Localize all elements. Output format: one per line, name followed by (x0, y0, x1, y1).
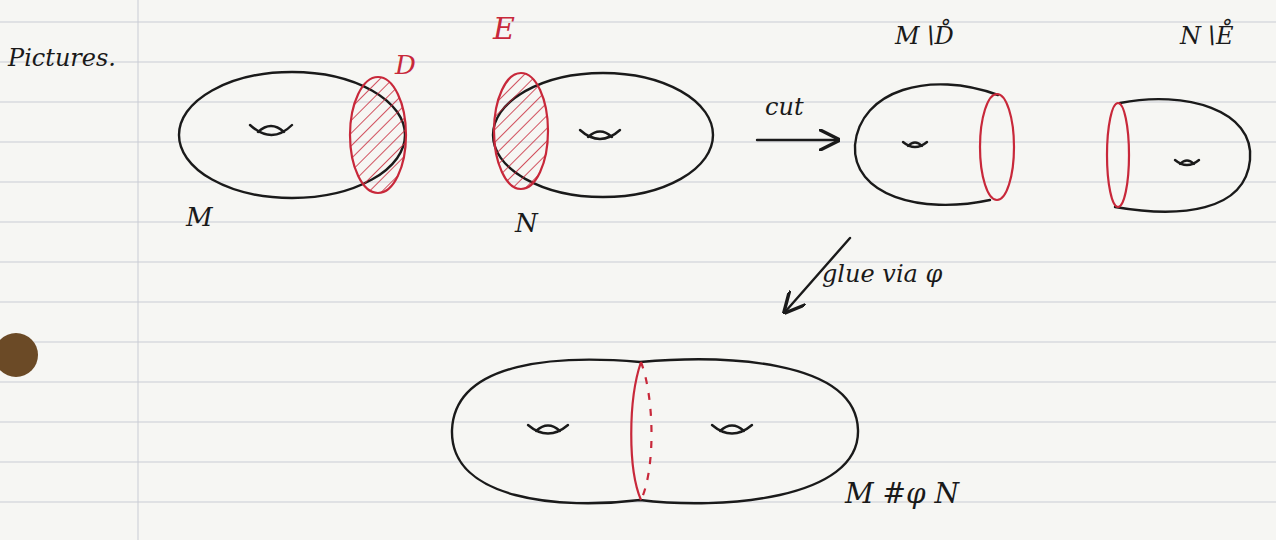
gluing-circle (641, 362, 652, 500)
punctured-torus (855, 84, 998, 205)
torus-hole (712, 425, 752, 434)
heading: Pictures. (8, 46, 116, 70)
torus-hole (903, 142, 927, 147)
genus-two-surface (452, 359, 858, 503)
punch-hole (0, 333, 38, 377)
boundary-circle (980, 94, 1014, 200)
torus-hole (528, 425, 568, 434)
arrow-label: glue via φ (822, 262, 942, 286)
torus-hole (580, 130, 620, 139)
torus-hole (250, 125, 292, 135)
torus-hole (1175, 160, 1199, 165)
disk-label: D (395, 52, 416, 78)
manifold-label: N (515, 210, 538, 236)
torus-m (179, 72, 405, 198)
arrow-label: cut (765, 95, 804, 119)
gluing-circle (631, 362, 641, 500)
manifold-label: M (186, 204, 213, 230)
punctured-torus (1115, 99, 1250, 211)
boundary-circle (1107, 103, 1129, 207)
manifold-label: M #φ N (845, 480, 959, 508)
disk-e (494, 73, 548, 189)
torus-n (493, 73, 713, 197)
disk-label: E (493, 14, 515, 44)
cut-arrow (757, 139, 838, 141)
disk-d (350, 77, 406, 193)
manifold-label: M∖D̊ (895, 24, 954, 48)
manifold-label: N∖E̊ (1180, 24, 1234, 48)
